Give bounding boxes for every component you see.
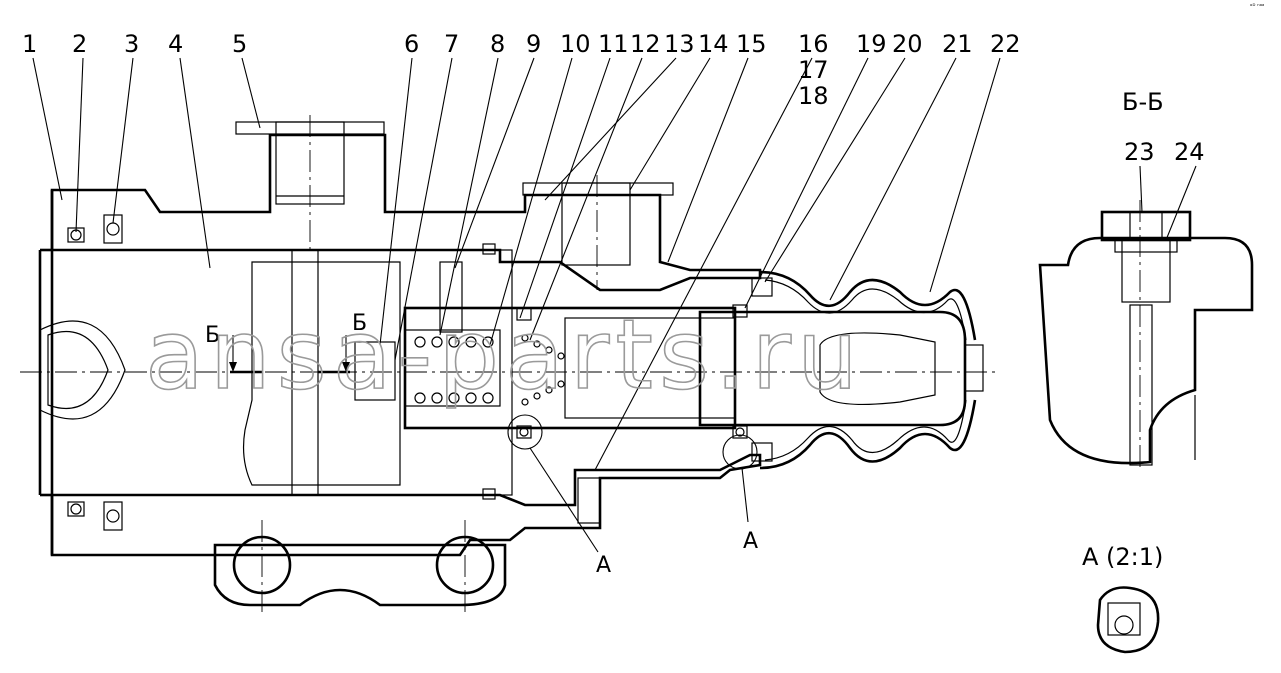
push-rod-recess xyxy=(47,331,109,409)
callout-16: 16 xyxy=(798,30,829,58)
callout-22: 22 xyxy=(990,30,1021,58)
valve-stem xyxy=(439,261,463,333)
callout-10: 10 xyxy=(560,30,591,58)
primary-piston xyxy=(242,261,401,486)
plunger-recess xyxy=(819,332,936,406)
boot-clamp-bottom xyxy=(751,442,773,462)
section-bolt-shank xyxy=(1121,239,1171,303)
callout-8: 8 xyxy=(490,30,505,58)
callout-13: 13 xyxy=(664,30,695,58)
inlet-fitting-2 xyxy=(561,182,631,266)
callout-9: 9 xyxy=(526,30,541,58)
return-spring xyxy=(521,334,565,406)
cut-mark-right: Б xyxy=(352,311,367,336)
callout-21: 21 xyxy=(942,30,973,58)
section-cut-marks: Б Б xyxy=(205,311,367,374)
body-lower-wall xyxy=(50,453,762,557)
plunger-tip xyxy=(964,344,984,392)
section-callout-24: 24 xyxy=(1174,138,1205,166)
push-rod-seat xyxy=(39,320,126,420)
section-callout-23: 23 xyxy=(1124,138,1155,166)
detail-circle-1 xyxy=(507,414,543,450)
callout-11: 11 xyxy=(598,30,629,58)
callout-17: 17 xyxy=(798,56,829,84)
detail-groove xyxy=(1107,602,1141,636)
callout-18: 18 xyxy=(798,82,829,110)
section-title: Б-Б xyxy=(1122,88,1164,116)
watermark: ansa-parts.ru xyxy=(145,299,864,411)
detail-circle-2 xyxy=(722,434,758,470)
detail-ref-1: A xyxy=(596,553,611,578)
detail-body xyxy=(1096,586,1160,654)
corner-mark: ᵒᴰ ⁿᵃᵃ xyxy=(1250,3,1264,10)
valve-poppet xyxy=(354,341,396,401)
callout-15: 15 xyxy=(736,30,767,58)
valve-spring xyxy=(414,336,494,404)
callout-20: 20 xyxy=(892,30,923,58)
callout-7: 7 xyxy=(444,30,459,58)
callout-2: 2 xyxy=(72,30,87,58)
callout-5: 5 xyxy=(232,30,247,58)
callout-12: 12 xyxy=(630,30,661,58)
boot-clamp-top xyxy=(751,277,773,297)
section-bore xyxy=(1129,304,1153,466)
callout-14: 14 xyxy=(698,30,729,58)
callout-1: 1 xyxy=(22,30,37,58)
callout-19: 19 xyxy=(856,30,887,58)
callout-4: 4 xyxy=(168,30,183,58)
reservoir-inlet-2 xyxy=(522,182,674,196)
spring-chamber xyxy=(404,329,501,407)
cut-mark-left: Б xyxy=(205,323,220,348)
detail-title: A (2:1) xyxy=(1082,543,1163,571)
bleed-screw xyxy=(577,477,601,524)
plunger xyxy=(698,310,967,427)
callout-labels: 1 2 3 4 5 6 7 8 9 10 11 12 13 14 15 16 1… xyxy=(22,30,1021,110)
rubber-boot xyxy=(759,270,977,470)
detail-oring xyxy=(1114,615,1134,635)
section-body xyxy=(1038,236,1254,465)
body-upper-wall xyxy=(50,133,762,292)
leader-lines xyxy=(32,57,1001,471)
detail-ref-2: A xyxy=(743,529,758,554)
sleeve xyxy=(564,317,736,419)
section-bolt-head xyxy=(1100,210,1192,242)
mounting-lugs xyxy=(213,543,507,607)
callout-6: 6 xyxy=(404,30,419,58)
section-view: Б-Б 23 24 xyxy=(1038,88,1254,470)
detail-view: A (2:1) xyxy=(1082,543,1163,654)
callout-3: 3 xyxy=(124,30,139,58)
